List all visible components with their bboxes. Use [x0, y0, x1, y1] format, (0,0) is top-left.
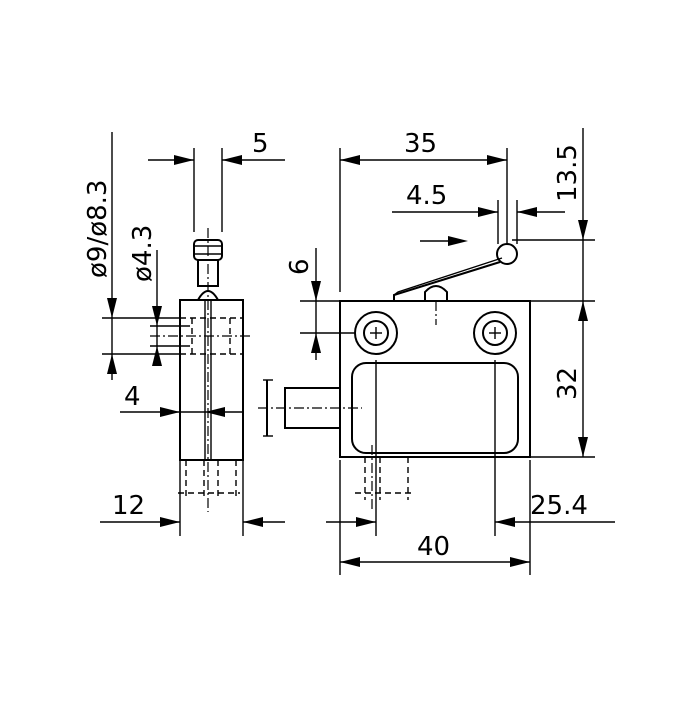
side-view	[150, 228, 250, 512]
front-dimensions	[300, 128, 615, 575]
dim-body-height: 32	[553, 367, 583, 400]
dim-side-width: 12	[112, 491, 145, 521]
front-view	[258, 243, 531, 512]
front-roller	[496, 243, 518, 265]
dim-roller-offset: 4.5	[406, 181, 447, 211]
mounting-hole-left	[354, 311, 398, 355]
dim-hole-offset: 6	[285, 258, 315, 275]
dim-total-width: 40	[417, 532, 450, 562]
dim-side-width-top: 5	[252, 129, 269, 159]
dim-side-offset: 4	[124, 382, 141, 412]
dim-diameter-outer: ø9/ø8.3	[83, 180, 113, 278]
dim-hole-spacing: 25.4	[530, 491, 588, 521]
front-body	[339, 300, 531, 458]
dim-diameter-inner: ø4.3	[128, 225, 158, 282]
mounting-hole-right	[473, 311, 517, 355]
front-window	[351, 362, 519, 454]
front-plunger	[424, 285, 448, 301]
dim-body-width-top: 35	[404, 129, 437, 159]
dim-roller-height: 13.5	[553, 144, 583, 202]
side-dimensions	[100, 132, 285, 536]
